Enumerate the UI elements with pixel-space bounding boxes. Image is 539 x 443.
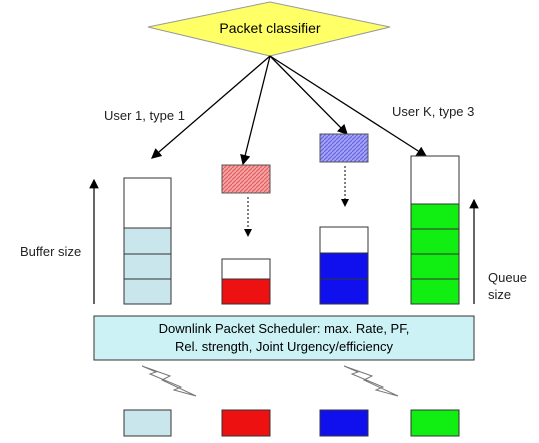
packet-classifier-label: Packet classifier [219, 20, 320, 36]
buffer-size-label: Buffer size [20, 244, 81, 259]
output-packet-light-blue [123, 409, 172, 437]
classifier-arrow-user-2 [240, 55, 271, 166]
lightning-bolt-icon [343, 365, 399, 397]
classifier-arrow-user-3 [269, 55, 348, 135]
packet-classifier-shape [147, 1, 391, 57]
user-1-label: User 1, type 1 [104, 108, 185, 123]
queue-user-2 [221, 258, 271, 305]
queue-size-label-line2: size [488, 287, 511, 302]
queue-user-1 [123, 177, 172, 305]
user-k-label: User K, type 3 [392, 104, 474, 119]
scheduler-text-line1: Downlink Packet Scheduler: max. Rate, PF… [159, 321, 410, 336]
output-packet-green [410, 409, 460, 437]
lightning-bolt-icon [141, 365, 197, 397]
output-packet-red [221, 409, 271, 437]
output-packet-blue [319, 409, 369, 437]
downlink-scheduler-box [93, 315, 475, 361]
queue-user-3 [319, 226, 369, 305]
scheduler-text-line2: Rel. strength, Joint Urgency/efficiency [175, 339, 393, 354]
incoming-packet-blue [319, 133, 369, 163]
queue-size-label-line1: Queue [488, 270, 527, 285]
classifier-arrow-user-k [269, 55, 428, 157]
incoming-packet-red [221, 164, 271, 194]
classifier-arrow-user-1 [151, 55, 271, 159]
queue-user-k [410, 155, 460, 305]
